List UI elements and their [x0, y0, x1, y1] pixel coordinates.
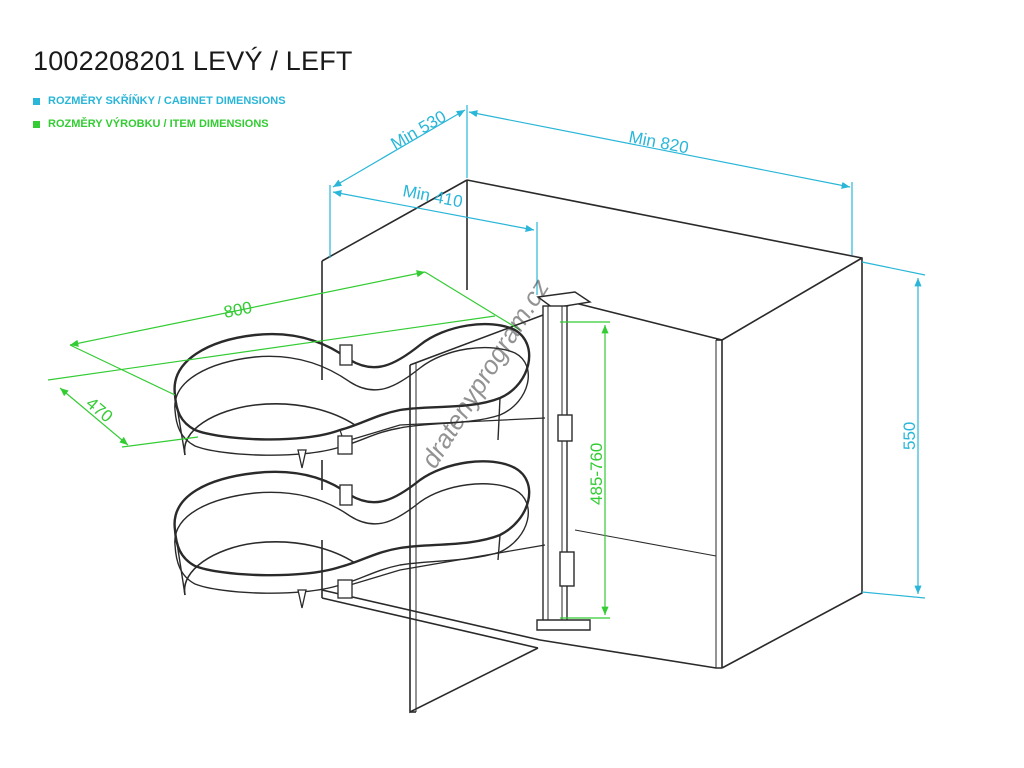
legend-item-label: ROZMĚRY VÝROBKU / ITEM DIMENSIONS	[48, 118, 269, 130]
legend-item-dimensions: ROZMĚRY VÝROBKU / ITEM DIMENSIONS	[33, 118, 269, 130]
dim-485-760: 485-760	[587, 443, 606, 505]
item-dimension-lines	[47, 270, 610, 619]
dim-800: 800	[222, 298, 253, 322]
watermark-text: dratenyprogram.cz	[415, 273, 555, 473]
legend-cabinet-dimensions: ROZMĚRY SKŘÍŇKY / CABINET DIMENSIONS	[33, 95, 286, 107]
legend-cabinet-label: ROZMĚRY SKŘÍŇKY / CABINET DIMENSIONS	[48, 95, 286, 107]
drawing-title: 1002208201 LEVÝ / LEFT	[33, 46, 353, 76]
center-pole	[536, 291, 592, 631]
basket-arms	[297, 344, 546, 609]
cyan-square-icon	[33, 97, 40, 105]
dim-min-820: Min 820	[627, 127, 690, 157]
green-square-icon	[33, 120, 40, 128]
lower-basket	[173, 460, 531, 596]
dim-470: 470	[82, 394, 116, 427]
cabinet-outline	[321, 179, 863, 714]
dim-550: 550	[900, 422, 919, 450]
cabinet-dimension-lines	[329, 105, 926, 599]
dim-min-530: Min 530	[388, 107, 450, 154]
